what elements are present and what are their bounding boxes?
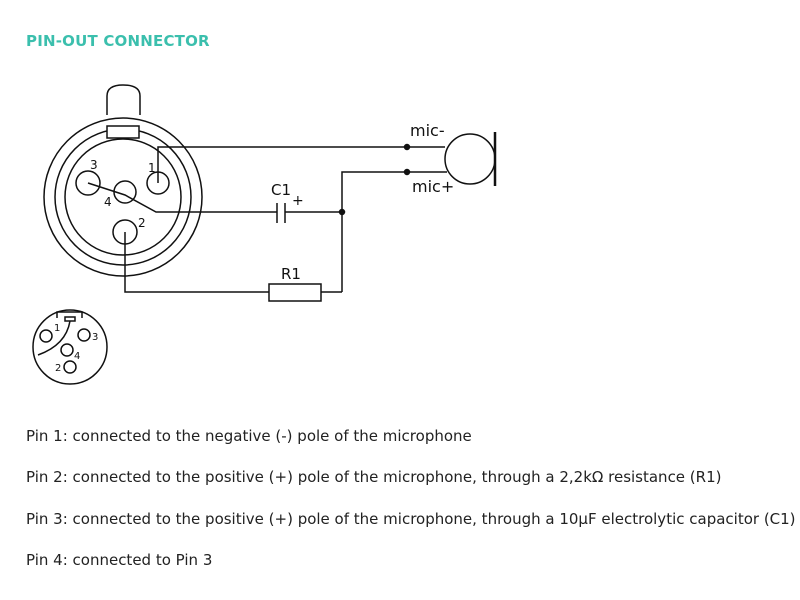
label-mic-minus: mic- <box>410 121 445 140</box>
wiring-diagram: mic- mic+ C1 + R1 3 1 4 2 1 3 4 2 <box>32 84 497 385</box>
resistor-r1 <box>268 283 322 302</box>
page-title: PIN-OUT CONNECTOR <box>26 32 210 50</box>
pin-2-description: Pin 2: connected to the positive (+) pol… <box>26 468 722 486</box>
junction-dot <box>338 208 346 216</box>
label-mic-plus: mic+ <box>412 177 454 196</box>
small-label-pin-4: 4 <box>74 351 80 362</box>
label-r1: R1 <box>281 265 301 283</box>
small-label-pin-2: 2 <box>55 363 61 374</box>
junction-dot <box>403 168 411 176</box>
microphone-symbol <box>444 132 497 186</box>
label-c1-polarity: + <box>292 193 304 209</box>
connector-key <box>106 125 140 139</box>
label-pin-1: 1 <box>148 161 156 175</box>
connector-inner-ring <box>64 138 182 256</box>
small-label-pin-3: 3 <box>92 332 98 343</box>
pin-1-description: Pin 1: connected to the negative (-) pol… <box>26 427 472 445</box>
connector-outer-ring <box>43 117 203 277</box>
wire-mic-plus <box>341 171 447 292</box>
pin-3 <box>75 170 101 196</box>
wire-pin1-mic-minus <box>157 146 445 183</box>
small-label-pin-1: 1 <box>54 323 60 334</box>
xlr-connector-large <box>43 84 203 277</box>
label-pin-2: 2 <box>138 216 146 230</box>
wire-pin3-c1 <box>87 182 277 213</box>
pin-4-description: Pin 4: connected to Pin 3 <box>26 551 213 569</box>
connector-latch <box>106 84 141 115</box>
label-pin-4: 4 <box>104 195 112 209</box>
pin-3-description: Pin 3: connected to the positive (+) pol… <box>26 510 796 528</box>
label-pin-3: 3 <box>90 158 98 172</box>
label-c1: C1 <box>271 181 291 199</box>
junction-dot <box>403 143 411 151</box>
wire-pin2-r1 <box>124 232 269 293</box>
xlr-connector-small <box>32 309 108 385</box>
